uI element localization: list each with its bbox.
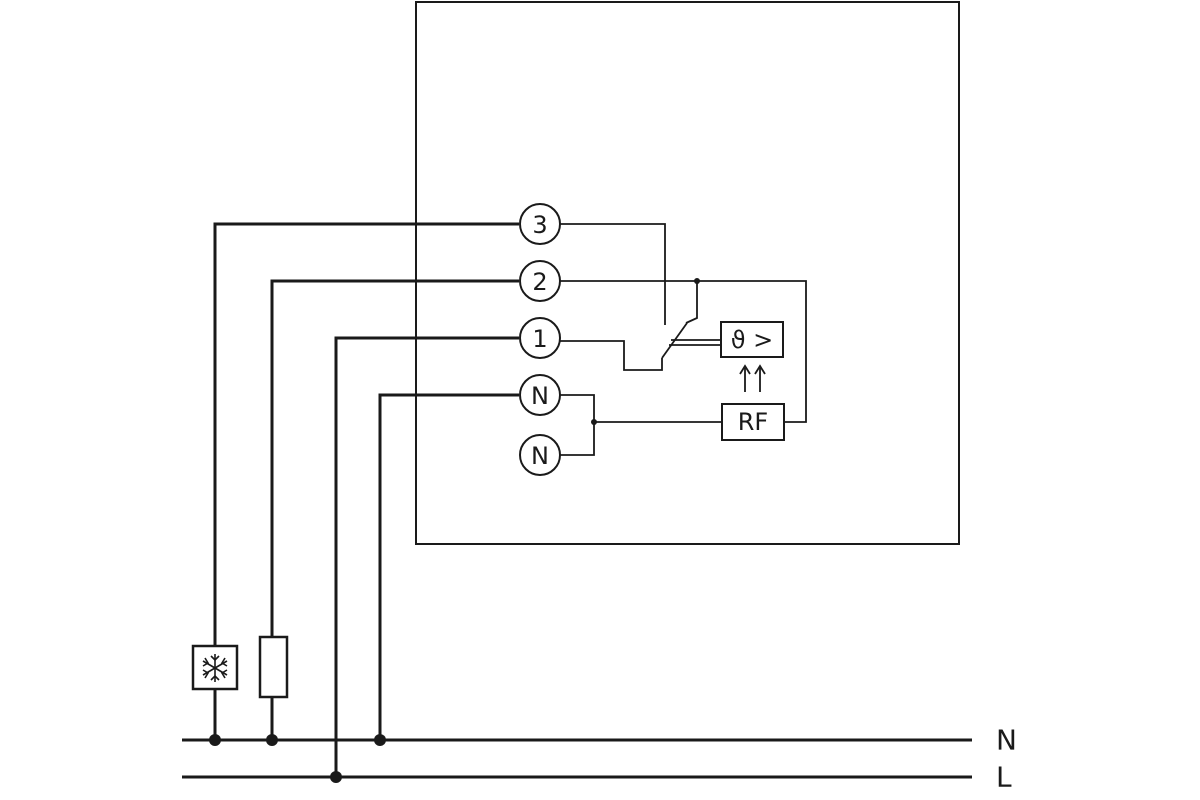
terminal-3-label: 3 [532, 211, 547, 239]
terminal-1-label: 1 [532, 325, 547, 353]
terminal-n-lower-label: N [531, 442, 549, 470]
junction-cooling-neutral [209, 734, 221, 746]
terminal-n-upper: N [519, 374, 561, 416]
terminal-1: 1 [519, 317, 561, 359]
device-housing [415, 1, 960, 545]
junction-terminal-1-line [330, 771, 342, 783]
terminal-2: 2 [519, 260, 561, 302]
rf-module-label: RF [738, 408, 768, 436]
terminal-n-lower: N [519, 434, 561, 476]
signal-arrows [739, 364, 766, 392]
internal-wire-n1 [560, 394, 595, 456]
wire-terminal-2 [270, 279, 519, 637]
internal-wiring [560, 223, 807, 456]
terminal-3: 3 [519, 203, 561, 245]
internal-wire-2-to-contact [685, 281, 698, 324]
wire-terminal-n [378, 393, 519, 740]
rf-module-box [721, 403, 785, 441]
resistor-icon [258, 635, 289, 699]
junction-heater-neutral [266, 734, 278, 746]
junction-dots [209, 278, 700, 783]
wire-terminal-3 [213, 222, 519, 646]
terminal-2-label: 2 [532, 268, 547, 296]
junction-terminal-n-neutral [374, 734, 386, 746]
internal-wire-1 [560, 340, 663, 371]
external-wiring [213, 222, 519, 777]
temperature-sensor-label: ϑ > [731, 326, 774, 354]
temperature-sensor-box [720, 321, 784, 358]
neutral-bus-label: N [996, 724, 1017, 757]
internal-wire-3 [560, 223, 666, 325]
wire-terminal-1 [334, 336, 519, 777]
terminal-n-upper-label: N [531, 382, 549, 410]
snowflake-icon [202, 654, 228, 682]
line-bus-label: L [996, 761, 1012, 794]
internal-wire-2 [560, 280, 807, 423]
